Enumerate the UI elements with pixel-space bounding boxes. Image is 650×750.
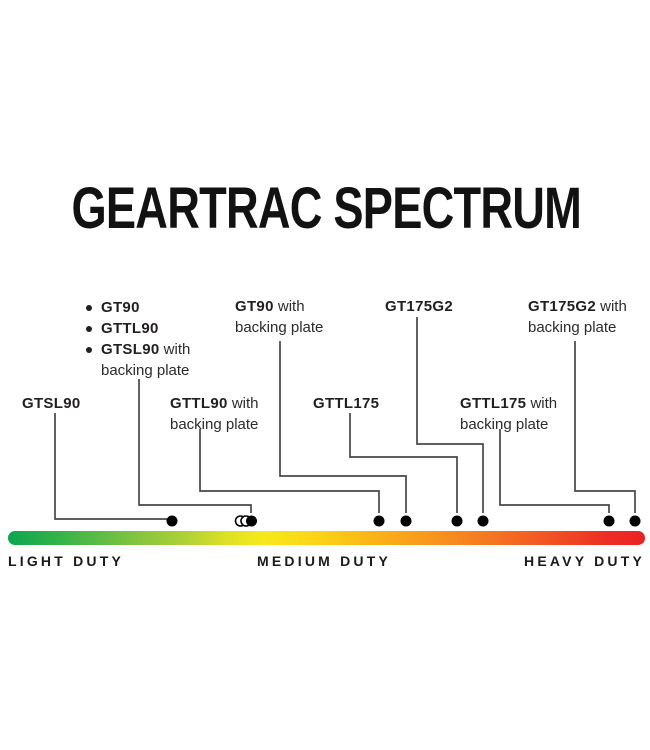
product-name: GTTL175 xyxy=(313,395,380,412)
product-qualifier: backing plate xyxy=(235,319,324,336)
spectrum-dot-gt175g2-wbp xyxy=(629,515,641,527)
page-title: GEARTRAC SPECTRUM xyxy=(71,176,582,241)
product-label-gt90-wbp: GT90 with backing plate xyxy=(235,296,323,338)
spectrum-gradient-bar xyxy=(8,531,645,545)
bullet-icon xyxy=(86,326,92,332)
bullet-list-item: GT90 xyxy=(86,297,190,318)
spectrum-dot-gttl90-wbp xyxy=(373,515,385,527)
spectrum-dot-gtsl90 xyxy=(166,515,178,527)
axis-label-medium-duty: MEDIUM DUTY xyxy=(257,553,392,569)
product-qualifier: with xyxy=(277,298,305,315)
duty-axis-labels: LIGHT DUTY MEDIUM DUTY HEAVY DUTY xyxy=(8,553,645,569)
product-label-gttl90-wbp: GTTL90 with backing plate xyxy=(170,393,259,435)
product-label-gttl175: GTTL175 xyxy=(313,393,379,414)
spectrum-dot-gttl175 xyxy=(451,515,463,527)
product-label-gt175g2-wbp: GT175G2 with backing plate xyxy=(528,296,627,338)
product-name: GT175G2 xyxy=(528,298,596,315)
product-qualifier: backing plate xyxy=(101,362,190,379)
connector-line-gt175g2-wbp xyxy=(574,341,636,513)
bullet-item-text: GTTL90 xyxy=(101,318,159,339)
product-name: GT90 xyxy=(235,298,274,315)
product-label-gtsl90: GTSL90 xyxy=(22,393,80,414)
spectrum-dot-gt90-group xyxy=(246,515,257,527)
product-name: GT175G2 xyxy=(385,298,453,315)
bullet-list-item: GTTL90 xyxy=(86,318,190,339)
spectrum-dot-gt175g2 xyxy=(477,515,489,527)
product-qualifier: with xyxy=(231,395,259,412)
bullet-icon xyxy=(86,347,92,353)
bullet-list-item: GTSL90 with backing plate xyxy=(86,339,190,381)
bullet-item-text: GTSL90 with backing plate xyxy=(101,339,190,381)
product-qualifier: with xyxy=(600,298,627,315)
spectrum-dot-gttl175-wbp xyxy=(603,515,615,527)
product-label-gt175g2: GT175G2 xyxy=(385,296,453,317)
product-name: GTTL90 xyxy=(101,320,159,337)
connector-line-gtsl90 xyxy=(54,413,167,520)
spectrum-dot-gt90-wbp xyxy=(400,515,412,527)
product-name: GTSL90 xyxy=(101,341,160,358)
product-qualifier: backing plate xyxy=(528,319,617,336)
connector-line-gt175g2 xyxy=(416,317,484,513)
product-name: GTTL90 xyxy=(170,395,228,412)
product-name: GTSL90 xyxy=(22,395,81,412)
bullet-icon xyxy=(86,305,92,311)
axis-label-heavy-duty: HEAVY DUTY xyxy=(524,553,645,569)
bullet-item-text: GT90 xyxy=(101,297,140,318)
axis-label-light-duty: LIGHT DUTY xyxy=(8,553,124,569)
connector-line-gttl175-wbp xyxy=(499,429,610,513)
product-qualifier: with xyxy=(530,395,558,412)
product-name: GT90 xyxy=(101,299,140,316)
product-label-gttl175-wbp: GTTL175 with backing plate xyxy=(460,393,557,435)
connector-line-gt90-wbp xyxy=(279,341,407,513)
connector-line-gttl90-wbp xyxy=(199,429,380,513)
product-qualifier: backing plate xyxy=(460,416,549,433)
product-name: GTTL175 xyxy=(460,395,527,412)
connector-line-gt90-group xyxy=(138,379,252,513)
product-qualifier: with xyxy=(163,341,191,358)
connector-line-gttl175 xyxy=(349,413,458,513)
product-qualifier: backing plate xyxy=(170,416,259,433)
